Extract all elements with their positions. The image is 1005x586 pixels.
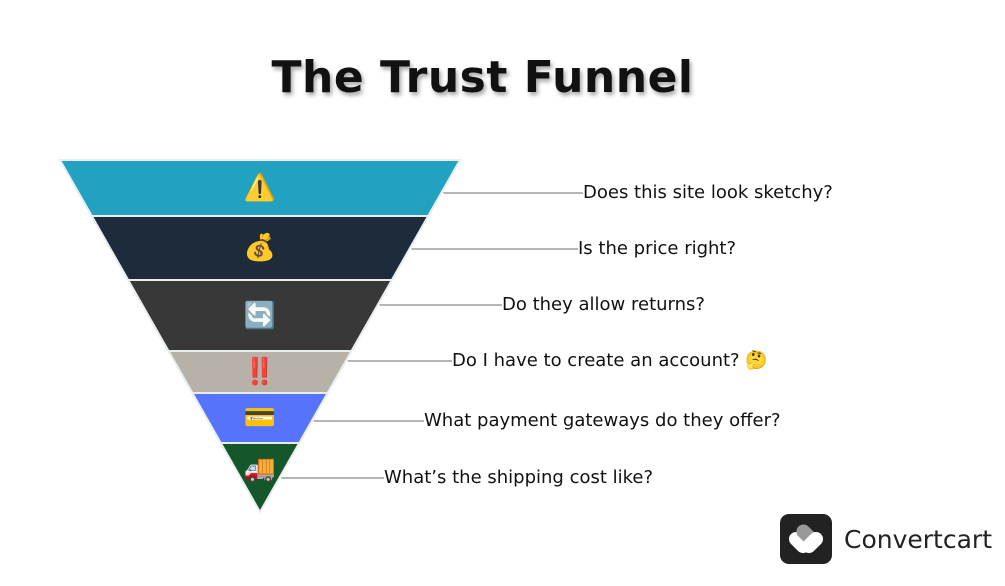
money-bag-icon: 💰 (243, 233, 277, 263)
double-exclamation-icon: ‼️ (243, 357, 277, 387)
convertcart-logo: Convertcart (780, 514, 992, 564)
repeat-icon: 🔄 (243, 300, 277, 331)
logo-text: Convertcart (844, 524, 992, 554)
page-title: The Trust Funnel (271, 52, 694, 103)
stage-question: Is the price right? (578, 238, 737, 259)
credit-card-icon: 💳 (243, 403, 277, 433)
convertcart-logo-icon (780, 514, 832, 564)
stage-question: Do I have to create an account? 🤔 (452, 350, 768, 371)
funnel-stage-6 (219, 442, 301, 515)
stage-question: Do they allow returns? (502, 294, 705, 315)
warning-icon: ⚠️ (243, 173, 277, 203)
stage-question: What’s the shipping cost like? (384, 467, 654, 488)
stage-question: What payment gateways do they offer? (424, 410, 781, 431)
delivery-truck-icon: 🚚 (243, 454, 277, 484)
stage-question: Does this site look sketchy? (583, 182, 833, 203)
